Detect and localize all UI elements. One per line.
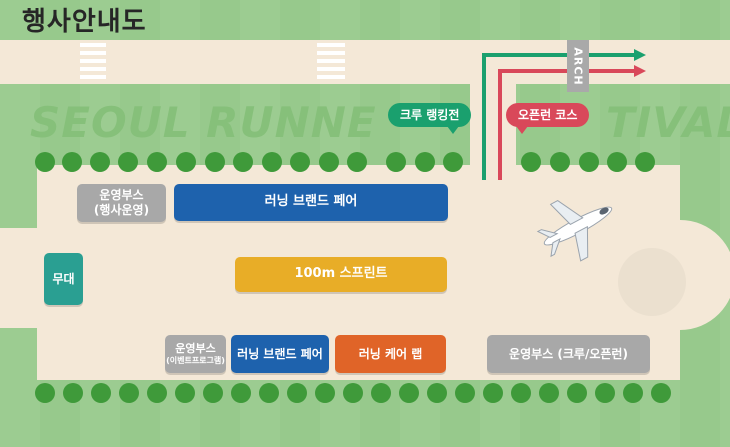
circle-inner <box>618 248 686 316</box>
stage-booth[interactable]: 무대 <box>44 253 83 305</box>
tree-row-top <box>35 152 655 172</box>
open-course-label[interactable]: 오픈런 코스 <box>506 103 590 134</box>
ops-booth-crew-label: 운영부스 (크루/오픈런) <box>509 346 628 361</box>
ops-booth-left-line2: (행사운영) <box>93 203 150 217</box>
brand-fair-bottom[interactable]: 러닝 브랜드 페어 <box>231 335 329 373</box>
ops-booth-event-line1: 운영부스 <box>175 342 216 356</box>
sprint-label: 100m 스프린트 <box>294 266 388 282</box>
arch-label: ARCH <box>567 40 589 92</box>
stage-label: 무대 <box>52 271 75 286</box>
brand-fair-top-label: 러닝 브랜드 페어 <box>264 194 358 210</box>
tree-row-bottom <box>35 383 671 403</box>
watermark-left: SEOUL RUNNE <box>30 98 377 147</box>
brand-fair-top[interactable]: 러닝 브랜드 페어 <box>174 184 448 221</box>
ops-booth-crew[interactable]: 운영부스 (크루/오픈런) <box>487 335 650 373</box>
open-course-arrow <box>634 65 646 77</box>
ops-booth-left-line1: 운영부스 <box>99 188 144 202</box>
care-lab-label: 러닝 케어 랩 <box>358 346 423 361</box>
sprint-zone[interactable]: 100m 스프린트 <box>235 257 447 292</box>
page-title: 행사안내도 <box>22 7 147 37</box>
ops-booth-left[interactable]: 운영부스 (행사운영) <box>77 184 166 222</box>
crew-ranking-label[interactable]: 크루 랭킹전 <box>388 103 472 134</box>
ops-booth-event-line2: (이벤트프로그램) <box>166 355 225 365</box>
crosswalk-left <box>80 43 106 79</box>
open-course-text: 오픈런 코스 <box>518 108 578 122</box>
brand-fair-bottom-label: 러닝 브랜드 페어 <box>237 346 323 361</box>
arch-text: ARCH <box>571 46 585 86</box>
open-course-route <box>498 69 637 180</box>
crew-ranking-text: 크루 랭킹전 <box>400 108 460 122</box>
crew-ranking-arrow <box>634 49 646 61</box>
crosswalk-center <box>317 43 345 79</box>
airplane-icon <box>536 199 613 262</box>
left-side-path <box>0 228 40 328</box>
ops-booth-event[interactable]: 운영부스 (이벤트프로그램) <box>165 335 226 373</box>
top-walkway <box>0 40 730 84</box>
care-lab[interactable]: 러닝 케어 랩 <box>335 335 446 373</box>
connector-path <box>470 84 516 174</box>
watermark-right: TIVAL <box>606 98 730 147</box>
